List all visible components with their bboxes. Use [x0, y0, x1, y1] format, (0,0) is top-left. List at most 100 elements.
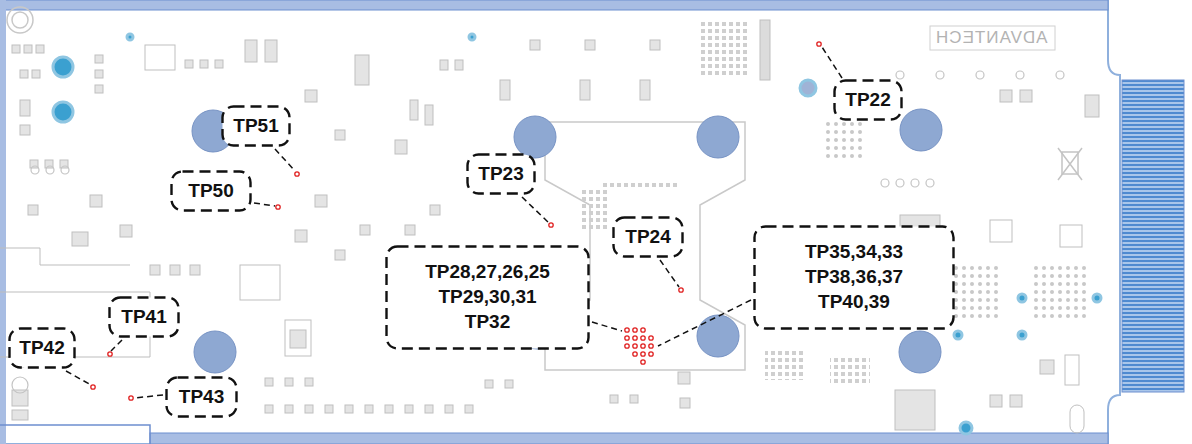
component-outline [290, 330, 306, 348]
component-outline [1065, 355, 1079, 385]
test-point-dot [633, 352, 637, 356]
test-point-label: TP41 [121, 305, 166, 330]
component-outline [765, 350, 805, 380]
logo-frame [930, 26, 1055, 50]
component-outline [145, 45, 175, 70]
test-point-dot [91, 42, 821, 400]
board-outline [1122, 80, 1184, 392]
component-outline [580, 190, 610, 230]
via-ring [46, 166, 54, 174]
component-outline [505, 380, 513, 388]
component-outline [530, 40, 540, 50]
dashed-outline [614, 218, 683, 257]
test-point-dot [91, 385, 95, 389]
test-point-dot [129, 396, 133, 400]
component-outline [305, 90, 317, 102]
component-outline [600, 180, 680, 190]
mounting-hole [697, 315, 739, 357]
test-point-label: TP51 [233, 114, 278, 139]
test-point-dot [633, 344, 637, 348]
bga-area [825, 120, 865, 160]
via-ring [1016, 71, 1024, 79]
test-point-dot [625, 336, 629, 340]
leader-line [134, 395, 163, 398]
component-outline [95, 55, 103, 63]
corner-hole [7, 7, 33, 33]
test-point-dot [641, 336, 645, 340]
test-point-label: TP23 [478, 162, 523, 187]
leader-line [66, 371, 91, 385]
via-ring [936, 71, 944, 79]
test-point-dot [649, 352, 653, 356]
via-pad [53, 57, 73, 77]
component-outline [315, 195, 327, 207]
component-outline [200, 60, 208, 68]
via-ring [911, 179, 919, 187]
mounting-hole [514, 116, 556, 158]
component-outline [285, 405, 293, 413]
component-outline [1000, 90, 1012, 102]
callout-box: TP50 [170, 170, 252, 212]
component-outline [24, 45, 32, 53]
test-point-label: TP35,34,33 TP38,36,37 TP40,39 [793, 240, 915, 314]
bga-area [1030, 265, 1086, 321]
component-outline [630, 395, 638, 403]
mounting-hole [899, 331, 941, 373]
recycle-bin-symbol [1058, 148, 1082, 180]
component-outline [90, 195, 102, 207]
callout-box: TP51 [221, 105, 291, 147]
component-outline [405, 405, 413, 413]
test-point-label: TP43 [179, 385, 224, 410]
component-outline [295, 230, 307, 242]
test-point-label: TP24 [625, 225, 670, 250]
component-outline [265, 40, 277, 62]
dashed-outline [835, 81, 902, 120]
component-outline [455, 60, 463, 70]
component-outline [72, 232, 88, 246]
corner-hole [12, 12, 28, 28]
via-ring [61, 166, 69, 174]
component-outline [1040, 360, 1054, 374]
via-ring [12, 377, 28, 393]
callout-box: TP42 [8, 327, 76, 369]
via-ring [896, 179, 904, 187]
leader-line [254, 203, 275, 206]
test-point-dot [108, 352, 112, 356]
component-outline [120, 225, 132, 237]
component-outline [305, 405, 313, 413]
recycle-bin-symbol [1058, 148, 1082, 180]
component-outline [895, 390, 935, 430]
component-outline [485, 380, 493, 388]
component-outline [185, 60, 193, 68]
test-point-label: TP22 [845, 88, 890, 113]
component-outline [360, 225, 370, 235]
test-point-dot [549, 223, 553, 227]
component-outline [465, 405, 473, 413]
component-outline [265, 378, 273, 386]
callout-box: TP35,34,33 TP38,36,37 TP40,39 [753, 225, 955, 330]
logo-frame [930, 26, 1055, 50]
component-outline [325, 405, 333, 413]
test-point-dot [641, 344, 645, 348]
component-outline [190, 265, 200, 275]
component-outline [1020, 90, 1032, 102]
dashed-outline [387, 247, 589, 349]
callout-box: TP22 [833, 79, 903, 121]
component-outline [28, 205, 38, 215]
component-outline [285, 378, 293, 386]
via-ring [896, 71, 904, 79]
via-pad [960, 422, 972, 434]
via-ring [12, 71, 1064, 393]
component-outline [1060, 225, 1082, 247]
via-pad [1018, 294, 1026, 302]
board-outline [1122, 80, 1184, 392]
leader-line [822, 47, 842, 78]
component-outline [335, 250, 345, 260]
via-pad [1018, 331, 1026, 339]
component-outline [445, 405, 453, 413]
component-outline [830, 355, 870, 385]
via-pad [53, 34, 1101, 434]
component-outline [12, 20, 1099, 433]
component-outline [95, 70, 103, 78]
